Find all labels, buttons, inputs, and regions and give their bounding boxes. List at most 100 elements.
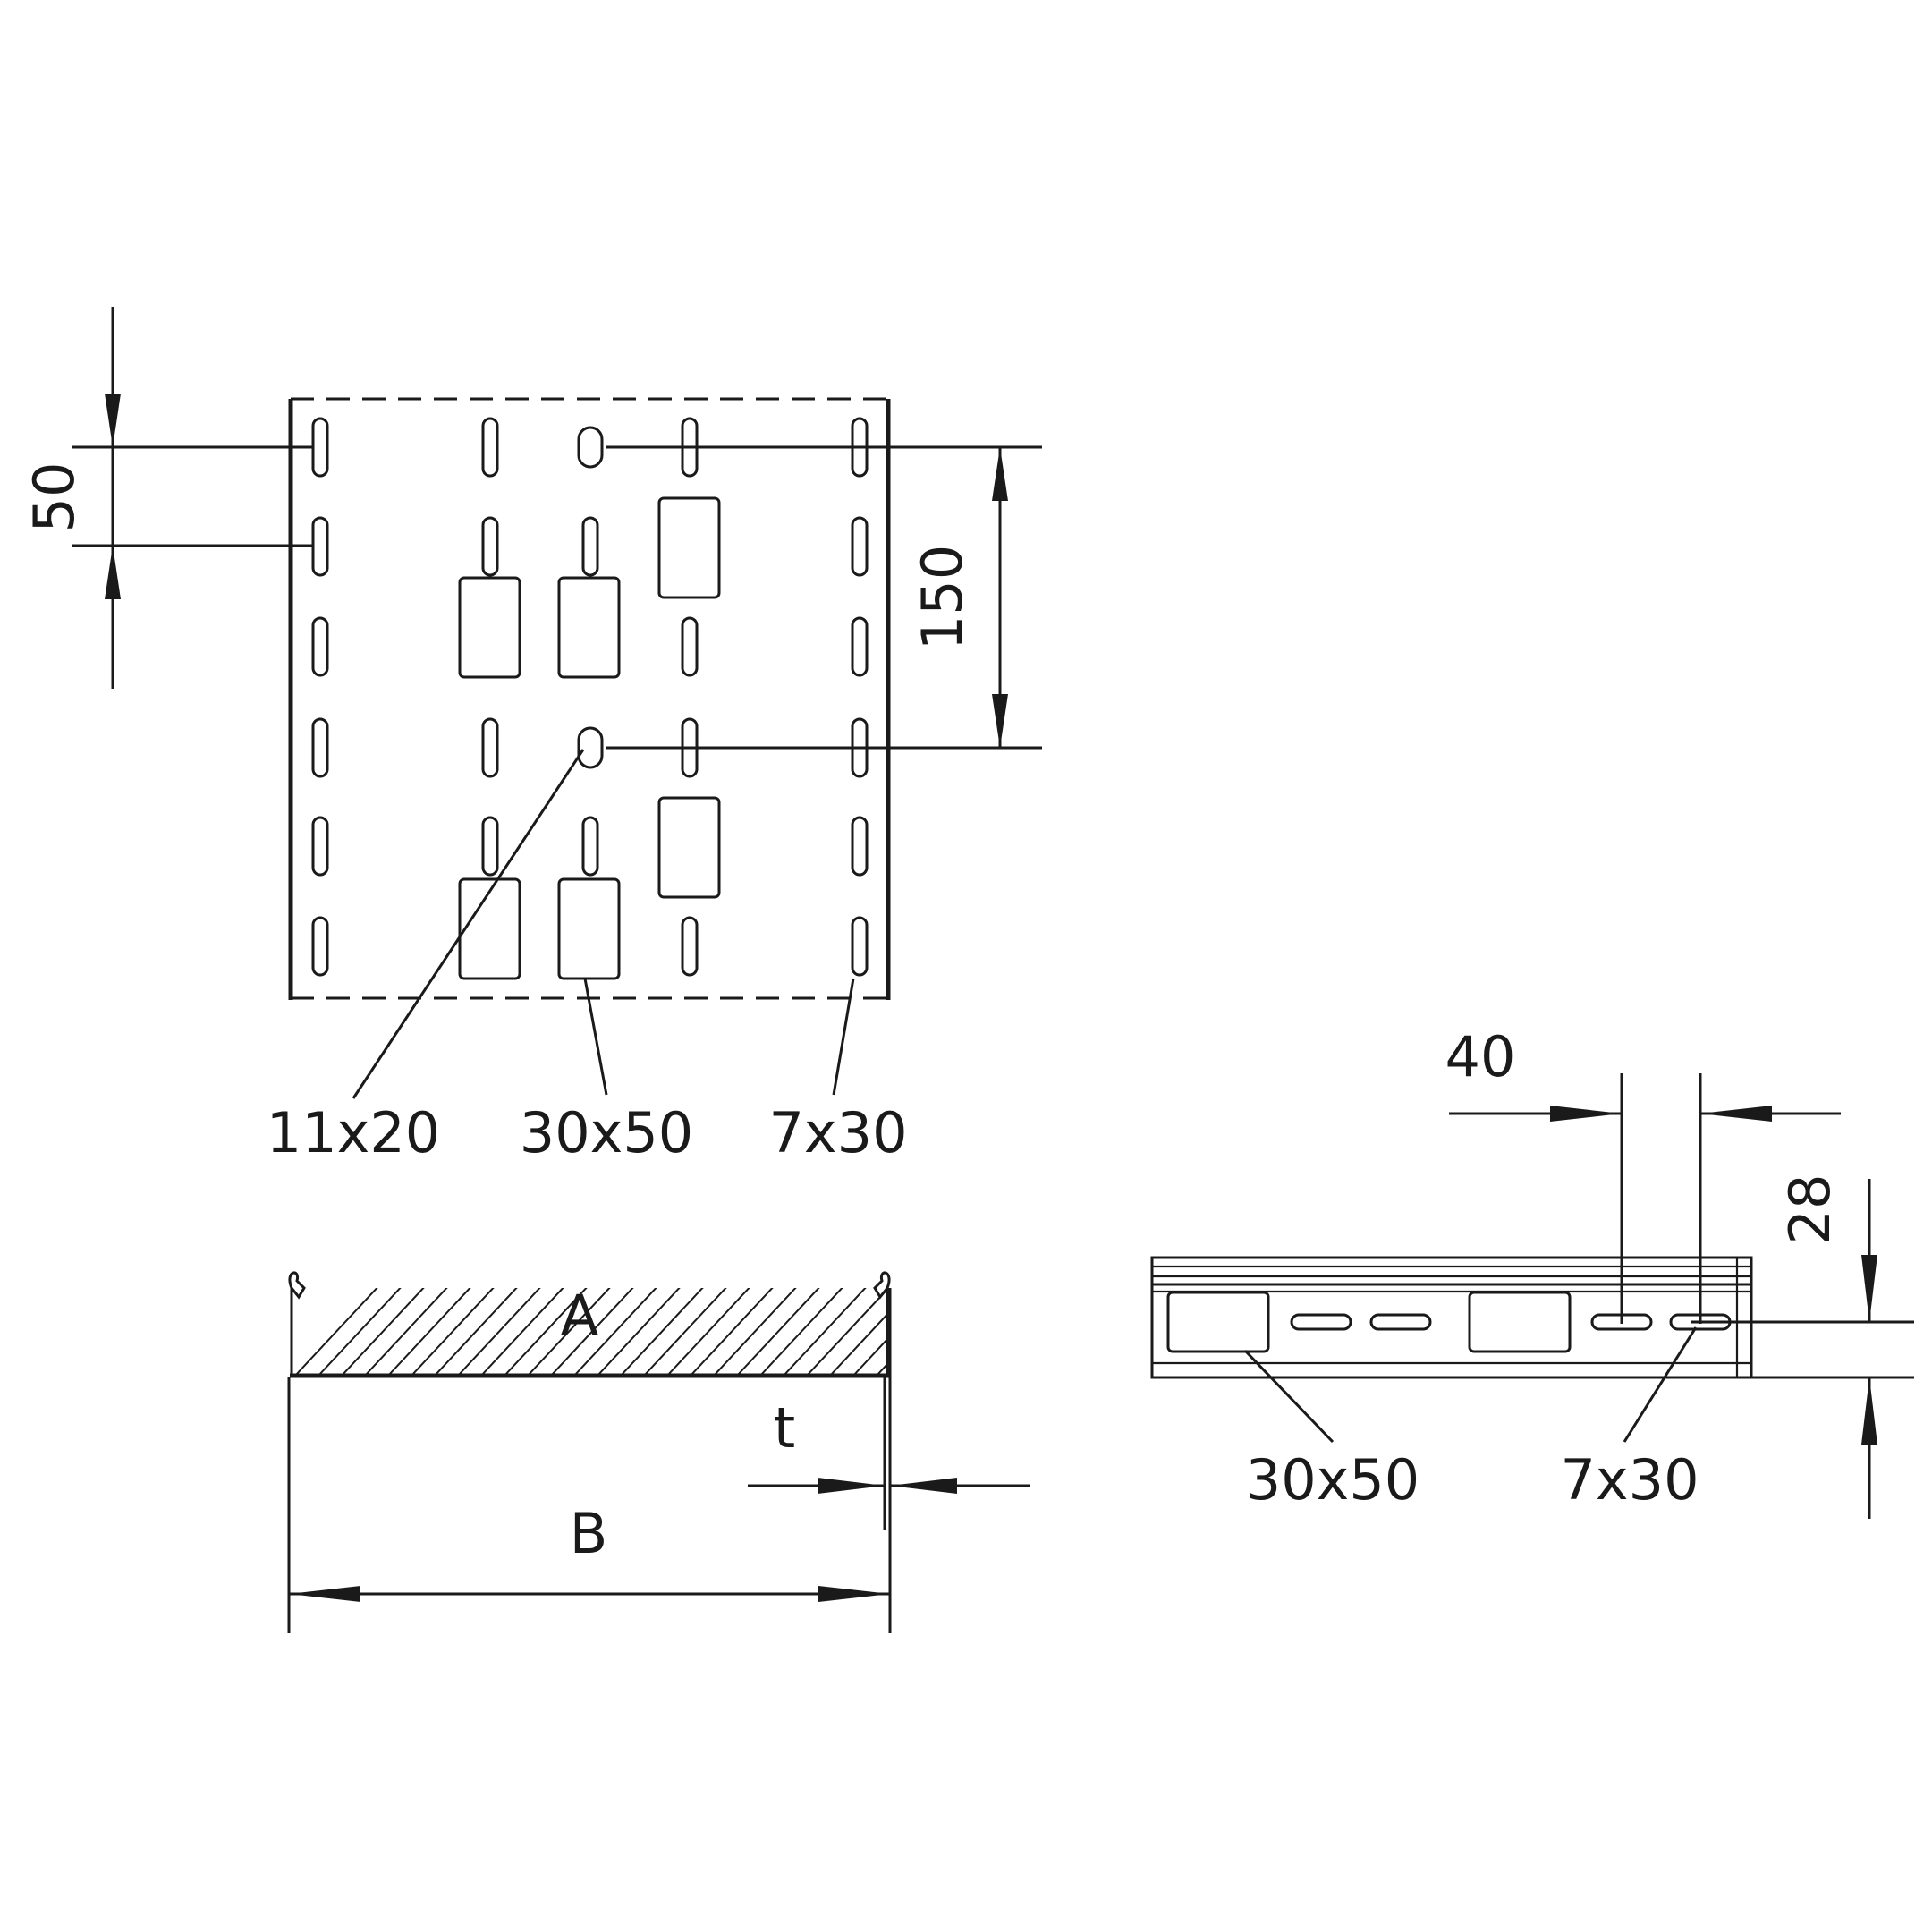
arrowhead <box>818 1586 890 1602</box>
leader-rect-hole <box>583 978 608 1096</box>
side-label-7x30: 7x30 <box>1560 1447 1699 1513</box>
hole-pattern <box>311 417 869 980</box>
hatch-line <box>829 1288 886 1376</box>
slot-7x30 <box>851 916 869 977</box>
leader-slot <box>832 978 855 1096</box>
round-hole-11x20 <box>577 426 604 469</box>
leader-side-slot <box>1623 1326 1698 1443</box>
leader-round-hole <box>352 749 585 1099</box>
hatch-line <box>643 1288 743 1376</box>
hatch-line <box>480 1288 580 1376</box>
arrowhead <box>105 394 121 447</box>
hatch-line <box>713 1288 813 1376</box>
hatch-line <box>923 1270 1021 1376</box>
slot-7x30 <box>851 816 869 877</box>
left-flange-lip <box>288 1271 306 1376</box>
slot-7x30 <box>481 816 499 877</box>
slot-7x30 <box>311 916 329 977</box>
slot-7x30 <box>311 417 329 478</box>
hatch-line <box>364 1288 464 1376</box>
hatch-line <box>387 1288 487 1376</box>
slot-7x30 <box>681 916 699 977</box>
slot-7x30 <box>481 417 499 478</box>
thickness-label: t <box>774 1395 795 1461</box>
slot-7x30 <box>581 816 599 877</box>
arrowhead <box>1550 1106 1622 1122</box>
slot-7x30 <box>681 616 699 677</box>
area-label: A <box>561 1283 598 1348</box>
arrowhead <box>105 546 121 599</box>
rect-hole-30x50 <box>458 877 521 980</box>
slot-7x30 <box>581 516 599 577</box>
label-7x30: 7x30 <box>768 1100 907 1165</box>
hatch-line <box>690 1288 790 1376</box>
slot-7x30 <box>851 616 869 677</box>
hatch-line <box>970 1270 1068 1376</box>
hatch-line <box>900 1270 998 1376</box>
dimension-50: 50 <box>21 307 313 689</box>
width-label: B <box>570 1501 608 1566</box>
hatch-line <box>806 1288 886 1376</box>
hatch-line <box>504 1288 604 1376</box>
top-view: 50 150 11x20 30x50 7x30 <box>21 307 1042 1165</box>
arrowhead <box>1861 1255 1877 1322</box>
hatch-line <box>550 1288 650 1376</box>
slot-7x30 <box>1369 1313 1432 1331</box>
hatched-area <box>294 1270 1068 1376</box>
hatch-line <box>434 1288 534 1376</box>
round-hole-11x20 <box>577 726 604 769</box>
slot-7x30 <box>481 516 499 577</box>
hatch-line <box>341 1288 441 1376</box>
rect-hole-30x50 <box>1468 1291 1572 1353</box>
leader-side-rect-hole <box>1243 1349 1335 1444</box>
rect-hole-30x50 <box>557 877 621 980</box>
hatch-line <box>294 1288 394 1376</box>
hatch-line <box>783 1288 883 1376</box>
side-outline <box>1150 1256 1753 1379</box>
arrowhead <box>289 1586 360 1602</box>
arrowhead <box>890 1478 957 1494</box>
hatch-line <box>573 1288 674 1376</box>
slot-7x30 <box>311 616 329 677</box>
cross-section: A B t <box>287 1270 1068 1633</box>
side-label-30x50: 30x50 <box>1246 1447 1419 1513</box>
arrowhead <box>992 447 1008 501</box>
slot-7x30 <box>311 816 329 877</box>
rect-hole-30x50 <box>1166 1291 1270 1353</box>
hatch-line <box>759 1288 860 1376</box>
hatch-line <box>852 1288 886 1376</box>
rect-hole-30x50 <box>557 576 621 679</box>
slot-7x30 <box>851 516 869 577</box>
hatch-line <box>527 1288 627 1376</box>
slot-7x30 <box>311 516 329 577</box>
slot-7x30 <box>481 717 499 778</box>
hatch-line <box>946 1270 1045 1376</box>
hatch-line <box>318 1288 418 1376</box>
dimension-50-label: 50 <box>21 462 87 533</box>
hatch-line <box>666 1288 767 1376</box>
side-view: 40 28 30x50 7x30 <box>1150 1024 1914 1519</box>
hatch-line <box>597 1288 697 1376</box>
side-hole-pattern <box>1166 1291 1732 1353</box>
arrowhead <box>992 694 1008 748</box>
hatch-line <box>457 1288 557 1376</box>
rect-hole-30x50 <box>458 576 521 679</box>
arrowhead <box>1861 1377 1877 1445</box>
rect-hole-30x50 <box>657 796 721 899</box>
arrowhead <box>818 1478 885 1494</box>
hatch-line <box>620 1288 720 1376</box>
arrowhead <box>1700 1106 1772 1122</box>
slot-7x30 <box>1290 1313 1352 1331</box>
slot-7x30 <box>311 717 329 778</box>
label-11x20: 11x20 <box>267 1100 440 1165</box>
label-30x50: 30x50 <box>520 1100 693 1165</box>
right-flange-lip <box>873 1271 891 1376</box>
hatch-line <box>736 1288 836 1376</box>
rect-hole-30x50 <box>657 496 721 599</box>
dimension-150-label: 150 <box>910 545 975 650</box>
dimension-150: 150 <box>606 445 1042 750</box>
dimension-40-label: 40 <box>1445 1024 1516 1089</box>
hatch-line <box>411 1288 511 1376</box>
dimension-28-label: 28 <box>1777 1174 1843 1245</box>
